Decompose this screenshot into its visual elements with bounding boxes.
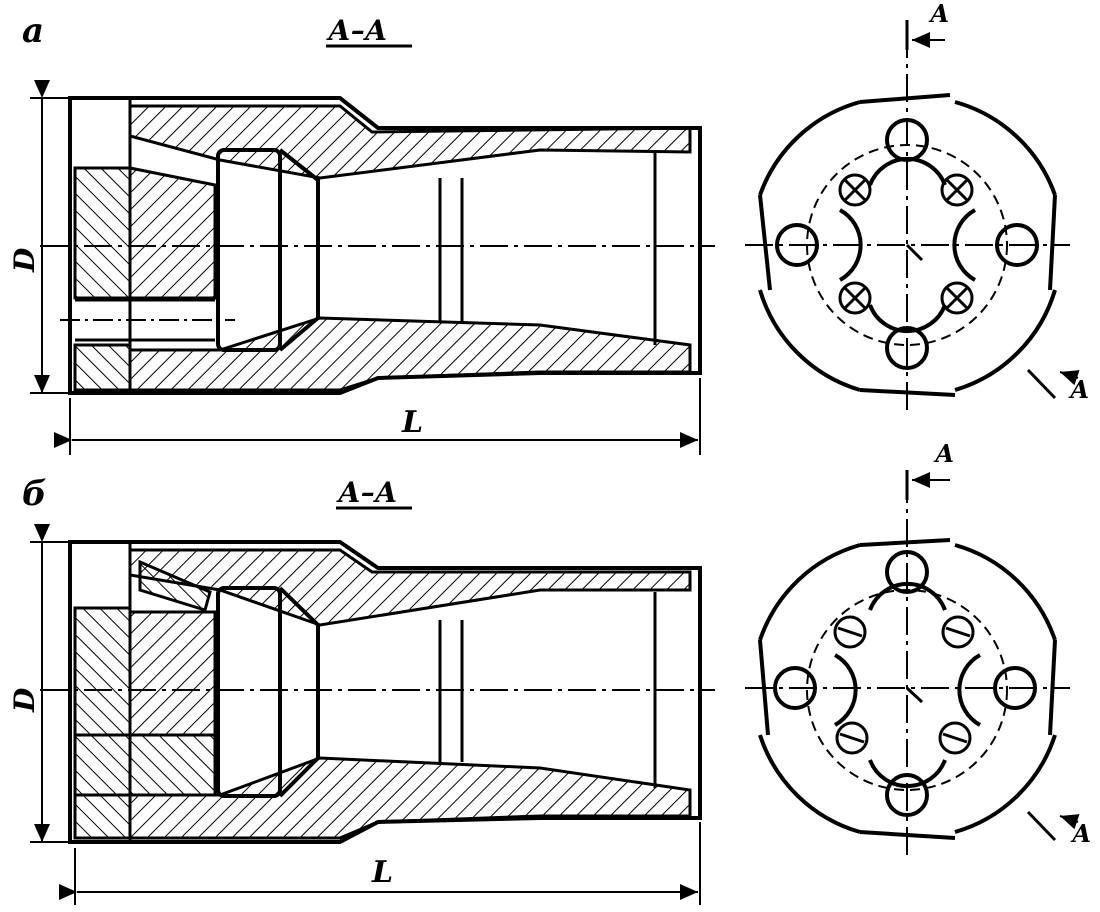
dim-length-a: L <box>401 405 423 440</box>
end-view-b: А А <box>745 439 1092 860</box>
end-view-a: А А <box>745 0 1090 410</box>
view-a-section-title: А–А <box>326 14 388 47</box>
lower-wall-a <box>128 316 692 392</box>
insert-left-b <box>73 606 132 737</box>
dim-diameter-a: D <box>8 247 41 273</box>
view-b-letter: б <box>22 474 47 514</box>
section-mark-bottom-b: А <box>1070 819 1092 848</box>
ring-a <box>216 148 282 352</box>
ring-b <box>216 586 282 798</box>
upper-wall-a <box>128 104 692 180</box>
insert-mid-b <box>128 610 217 737</box>
slot-b <box>138 559 212 612</box>
dim-diameter-b: D <box>8 687 41 713</box>
section-mark-bottom-a: А <box>1068 375 1090 404</box>
insert-lower-b <box>73 733 217 797</box>
view-a: а А–А D L <box>8 0 1090 455</box>
insert-mid-a <box>128 166 217 300</box>
view-b: б А–А D L <box>8 439 1092 905</box>
dim-length-b: L <box>371 855 393 890</box>
section-mark-top-a: А <box>928 0 950 28</box>
view-a-letter: а <box>22 11 44 51</box>
insert-left-a <box>73 166 132 300</box>
view-b-section-title: А–А <box>336 476 398 509</box>
sleeve-outline-b <box>68 540 702 844</box>
lower-wall-b <box>128 756 692 840</box>
section-mark-top-b: А <box>933 439 955 468</box>
insert-bottom-a <box>73 343 132 392</box>
